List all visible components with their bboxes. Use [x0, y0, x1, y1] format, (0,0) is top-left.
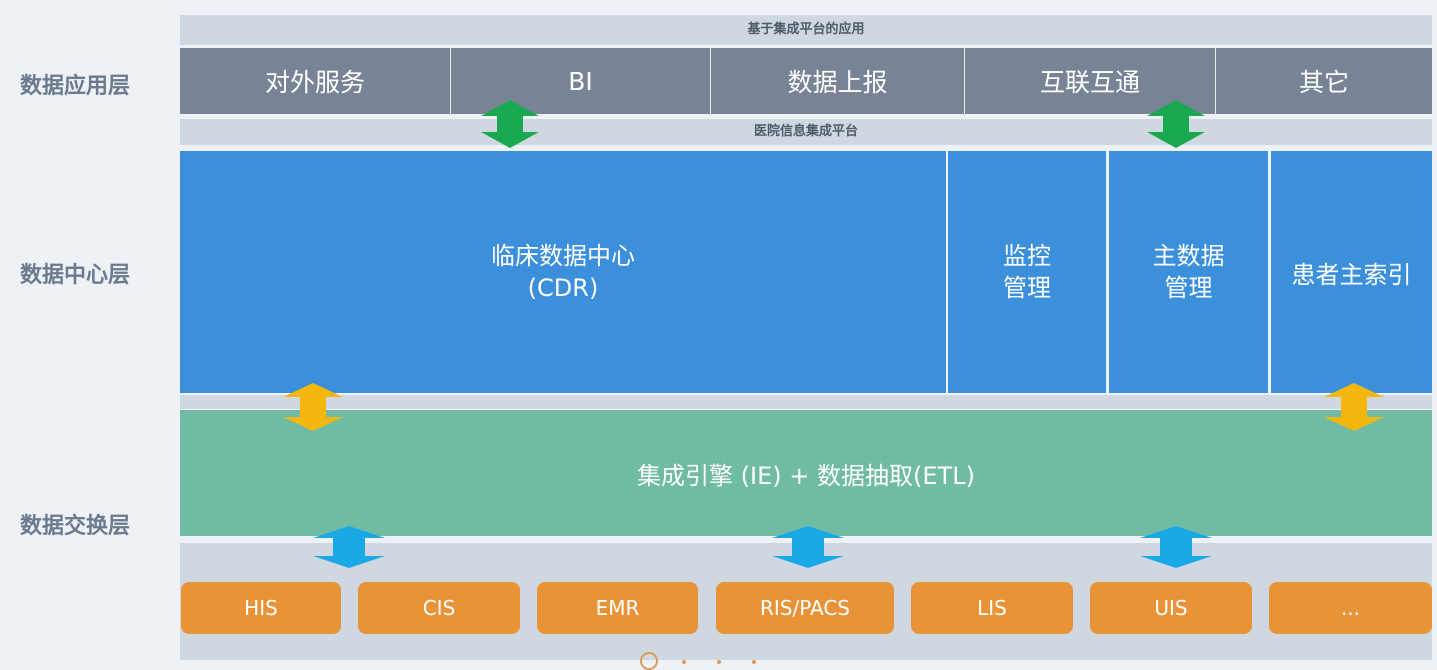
cdr-title: 临床数据中心: [491, 242, 635, 270]
layer-label-application: 数据应用层: [19, 74, 130, 99]
monitor-block: 监控 管理: [948, 151, 1106, 393]
double-arrow-green-right: [1147, 100, 1205, 148]
separator-strip: [180, 395, 1432, 409]
system-lis: LIS: [911, 582, 1073, 634]
mdm-line1: 主数据: [1152, 242, 1225, 270]
pagination-dot[interactable]: [717, 660, 721, 664]
application-platform-bar: 基于集成平台的应用: [180, 15, 1432, 45]
system-his: HIS: [181, 582, 341, 634]
app-cell-data-report: 数据上报: [711, 48, 965, 114]
double-arrow-cyan-left: [313, 526, 385, 568]
double-arrow-cyan-right: [1140, 526, 1212, 568]
app-cell-bi: BI: [451, 48, 711, 114]
monitor-line1: 监控: [1003, 242, 1051, 270]
double-arrow-green-left: [481, 100, 539, 148]
app-cell-external-service: 对外服务: [180, 48, 451, 114]
layer-label-exchange: 数据交换层: [19, 514, 130, 539]
system-ris-pacs: RIS/PACS: [716, 582, 894, 634]
pagination-dot[interactable]: [682, 660, 686, 664]
monitor-line2: 管理: [1003, 274, 1051, 302]
mdm-block: 主数据 管理: [1109, 151, 1268, 393]
layer-label-center: 数据中心层: [19, 263, 130, 288]
system-emr: EMR: [537, 582, 698, 634]
app-cell-other: 其它: [1216, 48, 1432, 114]
pagination-current-dot[interactable]: [640, 652, 658, 670]
system-cis: CIS: [358, 582, 520, 634]
application-row: 对外服务 BI 数据上报 互联互通 其它: [180, 48, 1432, 114]
system-uis: UIS: [1090, 582, 1252, 634]
pagination-dot[interactable]: [752, 660, 756, 664]
system-more: ...: [1269, 582, 1432, 634]
mdm-line2: 管理: [1164, 274, 1213, 302]
double-arrow-yellow-left: [283, 383, 343, 431]
integration-platform-bar: 医院信息集成平台: [180, 119, 1432, 145]
double-arrow-cyan-center: [772, 526, 844, 568]
cdr-block: 临床数据中心 (CDR): [180, 151, 946, 393]
cdr-subtitle: (CDR): [527, 274, 599, 302]
empi-block: 患者主索引: [1271, 151, 1432, 393]
double-arrow-yellow-right: [1324, 383, 1384, 431]
integration-engine-block: 集成引擎 (IE) + 数据抽取(ETL): [180, 410, 1432, 536]
